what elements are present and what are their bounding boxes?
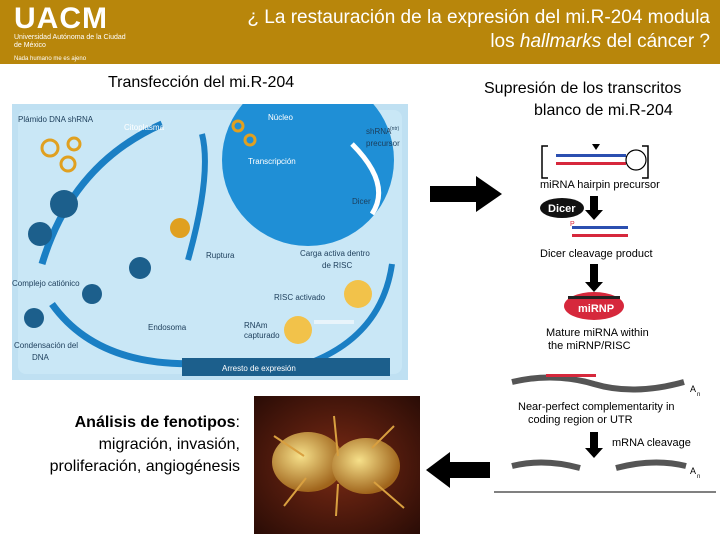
label-shrna-super: (ntr) [390,126,400,132]
target-mrna-strand [511,374,685,393]
down-arrow-icon-2 [585,264,603,292]
label-cytoplasm: Citoplasma [124,123,165,132]
hairpin-label: miRNA hairpin precursor [540,179,660,191]
cleaved-mrna-right [615,459,687,471]
label-rupture: Ruptura [206,251,235,260]
hairpin-loop [625,149,647,171]
logo-acronym: UACM [14,2,108,35]
mirnp-strand [568,296,620,299]
label-shrna: shRNA [366,127,392,136]
hairpin-brackets [541,145,649,179]
label-condensation-1: Condensación del [14,341,78,350]
title-line-1: ¿ La restauración de la expresión del mi… [247,7,710,28]
suppression-caption-line-2: blanco de mi.R-204 [534,102,673,119]
cancer-cell-photo [254,396,420,534]
slide-title: ¿ La restauración de la expresión del mi… [190,6,710,54]
suppression-caption-line-1: Supresión de los transcritos [484,80,682,97]
plasmid-icons [40,119,257,173]
down-arrow-icon-3 [585,432,603,458]
silencing-arrow [310,263,395,365]
label-cationic: Complejo catiónico [12,279,80,288]
dna-complex-icons [24,190,190,328]
export-arrow [350,142,382,216]
transfection-caption: Transfección del mi.R-204 [108,74,295,91]
label-risc-active: RISC activado [274,293,326,302]
header-bar: UACM Universidad Autónoma de la Ciudad d… [0,0,720,64]
phenotype-list: : migración, invasión, proliferación, an… [49,414,240,475]
university-logo: UACM Universidad Autónoma de la Ciudad d… [14,2,134,63]
cleavage-product-label: Dicer cleavage product [540,248,653,260]
transfection-diagram: Plámido DNA shRNA Citoplasma Núcleo Tran… [12,104,408,380]
label-mrna-2: capturado [244,331,280,340]
risc-complex-icons [284,280,372,344]
poly-n-label-2: n [697,474,700,480]
complementarity-label-1: Near-perfect complementarity in [518,401,675,413]
label-plasmid: Plámido DNA shRNA [18,115,94,124]
complementarity-label-2: coding region or UTR [528,414,633,426]
title-line-2-pre: los [490,31,520,52]
label-precursor: precursor [366,139,400,148]
title-line-2-post: del cáncer ? [601,31,710,52]
suppression-caption: Supresión de los transcritos blanco de m… [484,78,714,122]
logo-university-name: Universidad Autónoma de la Ciudad de Méx… [14,34,126,49]
hairpin-strand-bottom [556,162,626,165]
cleavage-strand-bottom [572,234,628,237]
label-dicer: Dicer [352,197,371,206]
hairpin-strand-top [556,154,626,157]
label-mrna-1: RNAm [244,321,268,330]
poly-a-label-2: A [690,466,696,476]
label-transcription: Transcripción [248,157,296,166]
label-risc-load-1: Carga activa dentro [300,249,370,258]
phenotype-title: Análisis de fenotipos [74,414,236,431]
right-arrow-icon [430,176,502,212]
label-endosome: Endosoma [148,323,187,332]
label-risc-load-2: de RISC [322,261,352,270]
left-arrow-icon [426,452,490,488]
label-condensation-2: DNA [32,353,50,362]
mature-label-1: Mature miRNA within [546,327,649,339]
mrna-cleavage-label: mRNA cleavage [612,437,691,449]
poly-a-label-1: A [690,384,696,394]
label-nucleus: Núcleo [268,113,293,122]
cleavage-strand-top [572,226,628,229]
mirnp-label: miRNP [578,303,614,315]
logo-tagline: Nada humano me es ajeno [14,56,87,62]
mature-label-2: the miRNP/RISC [548,340,631,352]
cleaved-mrna-left [511,459,581,471]
cleavage-end-p: P [570,221,575,228]
mirna-pathway-diagram: miRNA hairpin precursor Dicer P Dicer cl… [494,144,716,493]
nucleus-shape [222,104,394,246]
dicer-shape [540,198,584,218]
paired-mirna-strand [546,374,596,377]
dicer-label: Dicer [548,203,576,215]
phenotype-caption: Análisis de fenotipos: migración, invasi… [20,412,240,478]
label-arrest: Arresto de expresión [222,364,296,373]
down-arrow-icon-1 [585,196,603,220]
arrest-banner [182,358,390,376]
cut-marker-icon [592,144,600,150]
cytoplasm-arrow [38,120,164,266]
poly-n-label-1: n [697,392,700,398]
uptake-arrow [185,133,208,261]
title-hallmarks: hallmarks [519,31,602,52]
